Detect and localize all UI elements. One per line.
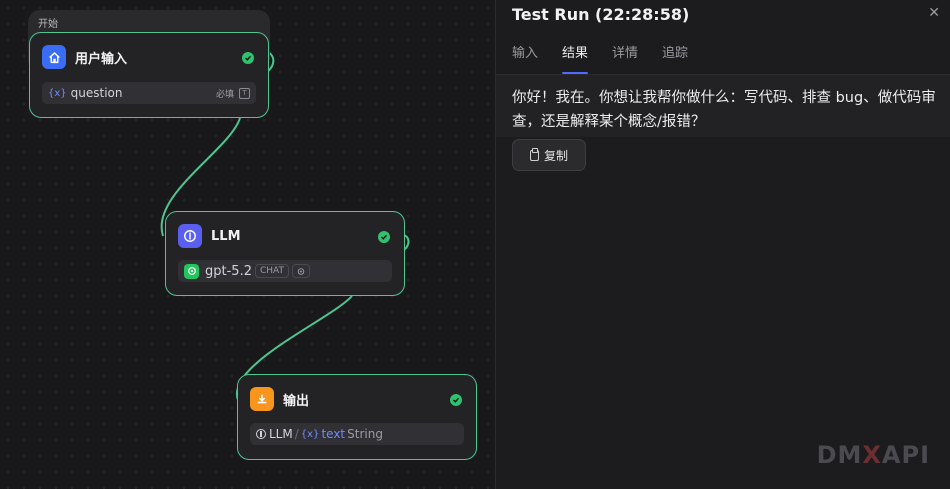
- tab-trace[interactable]: 追踪: [662, 46, 689, 61]
- home-icon: [42, 45, 66, 69]
- group-label: 开始: [38, 19, 58, 30]
- variable-type: String: [347, 427, 383, 441]
- panel-title: Test Run (22:28:58): [512, 5, 690, 24]
- tab-input[interactable]: 输入: [512, 46, 539, 61]
- close-icon[interactable]: ✕: [928, 5, 940, 21]
- model-name: gpt-5.2: [205, 263, 252, 279]
- node-user-input[interactable]: 用户输入 {x} question 必填 T: [29, 32, 269, 118]
- success-check-icon: [378, 231, 390, 243]
- output-icon: [250, 387, 274, 411]
- output-variable-field[interactable]: LLM / {x} text String: [250, 423, 464, 445]
- source-node-name: LLM: [269, 427, 293, 441]
- test-run-panel: Test Run (22:28:58) ✕ 输入 结果 详情 追踪 你好！我在。…: [495, 0, 950, 489]
- variable-name: text: [321, 427, 346, 441]
- node-llm[interactable]: LLM gpt-5.2 CHAT: [165, 211, 405, 296]
- node-header: 用户输入: [42, 45, 127, 69]
- result-text: 你好！我在。你想让我帮你做什么：写代码、排查 bug、做代码审查，还是解释某个概…: [512, 90, 936, 130]
- success-check-icon: [242, 52, 254, 64]
- text-type-icon: T: [239, 87, 250, 99]
- node-header: LLM: [178, 224, 241, 248]
- workflow-canvas[interactable]: 开始 用户输入 {x} question 必填 T LLM: [0, 0, 495, 489]
- tab-divider: [496, 74, 950, 75]
- tab-result[interactable]: 结果: [562, 42, 589, 74]
- vision-icon: [291, 264, 310, 278]
- result-box: 你好！我在。你想让我帮你做什么：写代码、排查 bug、做代码审查，还是解释某个概…: [496, 75, 950, 137]
- node-title: LLM: [211, 228, 241, 244]
- openai-icon: [184, 263, 199, 279]
- llm-source-icon: [256, 429, 266, 439]
- success-check-icon: [450, 394, 462, 406]
- copy-label: 复制: [543, 148, 568, 163]
- required-label: 必填: [215, 89, 234, 100]
- clipboard-icon: [529, 147, 539, 161]
- mode-badge: CHAT: [254, 264, 289, 278]
- result-tabs: 输入 结果 详情 追踪: [512, 42, 712, 74]
- watermark-logo: DMXAPI: [816, 441, 930, 469]
- node-output[interactable]: 输出 LLM / {x} text String: [237, 374, 477, 460]
- llm-icon: [178, 224, 202, 248]
- variable-icon: {x}: [300, 428, 320, 440]
- variable-icon: {x}: [48, 87, 67, 99]
- copy-button[interactable]: 复制: [512, 139, 586, 171]
- tab-details[interactable]: 详情: [612, 46, 639, 61]
- path-separator: /: [294, 427, 299, 441]
- node-title: 输出: [283, 393, 310, 409]
- variable-field[interactable]: {x} question 必填 T: [42, 82, 256, 104]
- variable-name: question: [70, 86, 123, 100]
- node-header: 输出: [250, 387, 309, 411]
- model-field[interactable]: gpt-5.2 CHAT: [178, 260, 392, 282]
- edge-input-to-llm: [160, 117, 241, 237]
- node-title: 用户输入: [75, 51, 128, 67]
